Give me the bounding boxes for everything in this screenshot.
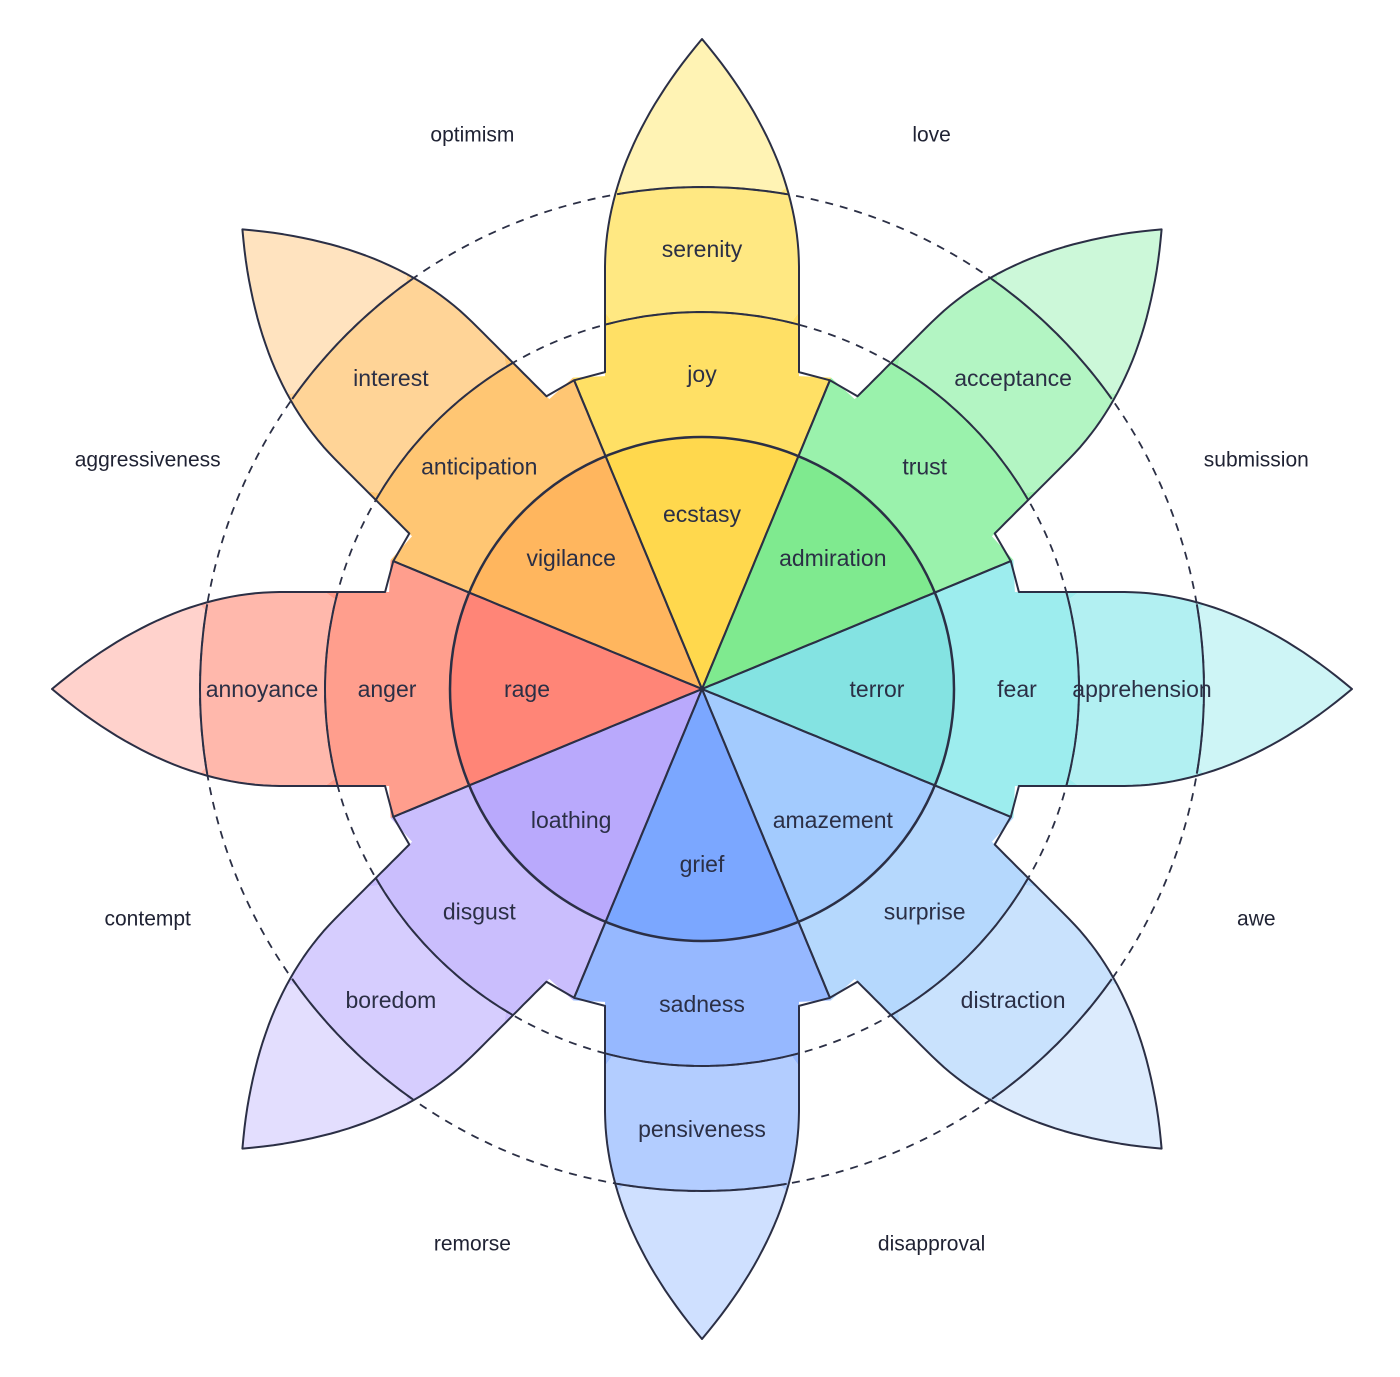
label-interest: interest [353,365,429,391]
label-anger: anger [358,676,417,702]
label-ecstasy: ecstasy [663,501,741,527]
petal-joy-divider [604,310,800,326]
dyad-love: love [912,124,951,147]
label-serenity: serenity [662,236,743,262]
label-disgust: disgust [443,899,516,925]
dyad-optimism: optimism [430,124,514,147]
label-annoyance: annoyance [206,676,319,702]
petal-outlines [51,38,1353,1340]
petal-joy-tip-band [617,39,787,193]
petal-disgust-tip-band [242,984,407,1149]
label-vigilance: vigilance [526,545,616,571]
label-joy: joy [686,361,717,387]
petal-disgust-middle-band [366,785,606,1025]
petal-anticipation-divider [291,278,413,400]
petal-anger [52,560,702,818]
label-pensiveness: pensiveness [638,1116,766,1142]
petal-anger-divider [323,591,339,787]
petal-anger-inner-band [450,584,702,794]
petal-surprise-divider [890,877,1030,1017]
petal-sadness-inner-band [597,689,807,941]
label-loathing: loathing [531,807,612,833]
petal-sadness-middle-band [573,921,831,1066]
petal-disgust-divider [291,978,413,1100]
petal-sadness-outer-band [605,1055,799,1191]
petal-trust-middle-band [798,353,1038,593]
petal-sadness-tip-band [617,1185,787,1339]
label-terror: terror [850,676,905,702]
petal-disgust [242,689,702,1149]
petal-disgust-divider [374,877,514,1017]
petal-surprise-inner-band [702,689,954,941]
petal-sadness [573,689,831,1339]
petal-surprise-outer-band [898,885,1117,1104]
petal-anticipation-outer-band [287,274,506,493]
dyad-submission: submission [1204,448,1309,471]
petal-trust-outer-band [898,274,1117,493]
petal-anger-middle-band [325,560,470,818]
label-sadness: sadness [659,991,745,1017]
dyad-disapproval: disapproval [878,1232,985,1255]
petal-fear [702,560,1352,818]
dyad-awe: awe [1237,908,1276,931]
petal-joy-inner-band [597,437,807,689]
petal-anticipation-tip-band [242,229,407,394]
petal-fear-tip-band [1198,604,1352,774]
petal-surprise-divider [991,978,1113,1100]
petal-anticipation-outline [241,228,703,690]
label-apprehension: apprehension [1072,676,1211,702]
petal-surprise [702,689,1162,1149]
label-rage: rage [504,676,550,702]
petal-fills [52,39,1352,1339]
petal-fear-outer-band [1068,592,1204,786]
label-acceptance: acceptance [954,365,1072,391]
label-boredom: boredom [346,987,437,1013]
petal-sadness-divider [617,1182,787,1193]
label-grief: grief [680,851,725,877]
label-surprise: surprise [884,899,966,925]
petal-fear-middle-band [934,560,1079,818]
petal-trust-tip-band [997,229,1162,394]
core-circle [448,435,956,943]
petal-anticipation [242,229,702,689]
petal-disgust-outer-band [287,885,506,1104]
label-distraction: distraction [961,987,1066,1013]
label-anticipation: anticipation [421,453,537,479]
petal-anger-tip-band [52,604,206,774]
emotion-labels: ecstasy joy serenity admiration trust accepta… [206,236,1212,1142]
petal-sadness-divider [604,1052,800,1068]
petal-anticipation-divider [374,361,514,501]
dyad-aggressiveness: aggressiveness [75,448,221,471]
label-amazement: amazement [773,807,894,833]
petal-fear-divider [1195,604,1206,774]
petal-trust-divider [991,278,1113,400]
petal-joy [573,39,831,689]
dyad-contempt: contempt [105,908,192,931]
petal-disgust-inner-band [450,689,702,941]
label-fear: fear [997,676,1037,702]
dyad-labels: love submission awe disapproval remorse conte… [75,124,1309,1256]
label-trust: trust [902,453,947,479]
dyad-remorse: remorse [434,1232,511,1255]
petal-fear-divider [1065,591,1081,787]
petal-anticipation-middle-band [366,353,606,593]
label-admiration: admiration [779,545,886,571]
petal-trust [702,229,1162,689]
petal-anger-outer-band [200,592,336,786]
petal-anticipation-inner-band [450,437,702,689]
petal-joy-middle-band [573,312,831,457]
petal-trust-divider [890,361,1030,501]
petal-joy-divider [617,185,787,196]
petal-fear-inner-band [702,584,954,794]
petal-anger-divider [198,604,209,774]
petal-joy-outer-band [605,187,799,323]
petal-trust-inner-band [702,437,954,689]
petal-surprise-middle-band [798,785,1038,1025]
petal-surprise-tip-band [997,984,1162,1149]
